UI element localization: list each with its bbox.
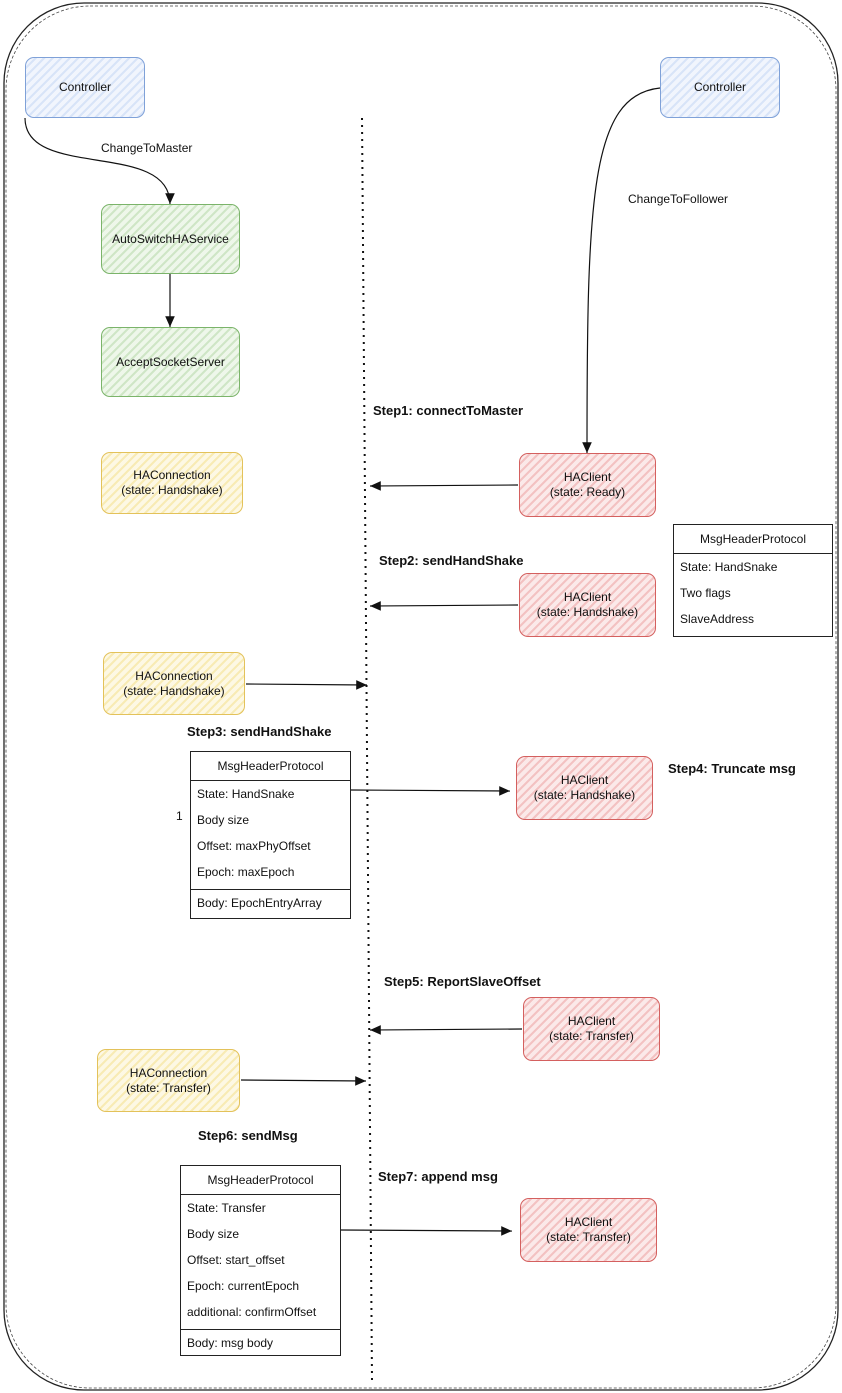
controller-right: Controller [660,57,780,118]
protocol-row: SlaveAddress [680,612,755,626]
controller-left: Controller [25,57,145,118]
label-change-to-follower: ChangeToFollower [628,192,729,206]
protocol-row: State: HandSnake [197,787,295,801]
ha-connection-1: HAConnection (state: Handshake) [101,452,243,514]
protocol-title: MsgHeaderProtocol [181,1166,340,1195]
protocol-row: Offset: start_offset [187,1253,285,1267]
center-divider [361,117,373,1381]
protocol-row: Epoch: currentEpoch [187,1279,300,1293]
edge-step3 [245,680,368,690]
ha-client-4: HAClient (state: Transfer) [523,997,660,1061]
protocol-row: Offset: maxPhyOffset [197,839,311,853]
auto-switch-ha-service: AutoSwitchHAService [101,204,240,274]
step7-label: Step7: append msg [378,1169,498,1184]
step1-label: Step1: connectToMaster [373,403,524,418]
protocol-row: Two flags [680,586,731,600]
ha-client-1: HAClient (state: Ready) [519,453,656,517]
ha-client-2: HAClient (state: Handshake) [519,573,656,637]
label-change-to-master: ChangeToMaster [101,141,193,155]
msg-header-protocol-3: MsgHeaderProtocol State: Transfer Body s… [180,1165,341,1356]
edge-step6 [240,1076,367,1086]
msg-header-protocol-1: MsgHeaderProtocol State: HandSnake Two f… [673,524,833,637]
protocol-title: MsgHeaderProtocol [191,752,350,781]
edge-step2 [369,601,519,611]
step6-label: Step6: sendMsg [198,1128,298,1143]
msg-header-protocol-2: MsgHeaderProtocol State: HandSnake Body … [190,751,351,919]
ha-client-5: HAClient (state: Transfer) [520,1198,657,1262]
protocol-body-row: Body: msg body [187,1336,274,1350]
edge-step1 [369,481,519,491]
protocol-row: additional: confirmOffset [187,1305,317,1319]
outer-frame [3,2,839,1391]
stray-number-label: 1 [176,809,183,823]
protocol-row: Body size [197,813,250,827]
edge-step4 [350,786,511,796]
edge-step5 [369,1025,523,1035]
protocol-title: MsgHeaderProtocol [674,525,832,554]
step2-label: Step2: sendHandShake [379,553,524,568]
ha-connection-3: HAConnection (state: Transfer) [97,1049,240,1112]
protocol-row: State: Transfer [187,1201,266,1215]
edge-change-to-follower [582,87,661,454]
step5-label: Step5: ReportSlaveOffset [384,974,541,989]
accept-socket-server: AcceptSocketServer [101,327,240,397]
protocol-row: Body size [187,1227,240,1241]
protocol-row: Epoch: maxEpoch [197,865,295,879]
edge-change-to-master [24,117,175,205]
protocol-row: State: HandSnake [680,560,778,574]
step4-label: Step4: Truncate msg [668,761,796,776]
step3-label: Step3: sendHandShake [187,724,332,739]
protocol-body-row: Body: EpochEntryArray [197,896,322,910]
ha-connection-2: HAConnection (state: Handshake) [103,652,245,715]
ha-client-3: HAClient (state: Handshake) [516,756,653,820]
edge-step7 [340,1226,513,1236]
